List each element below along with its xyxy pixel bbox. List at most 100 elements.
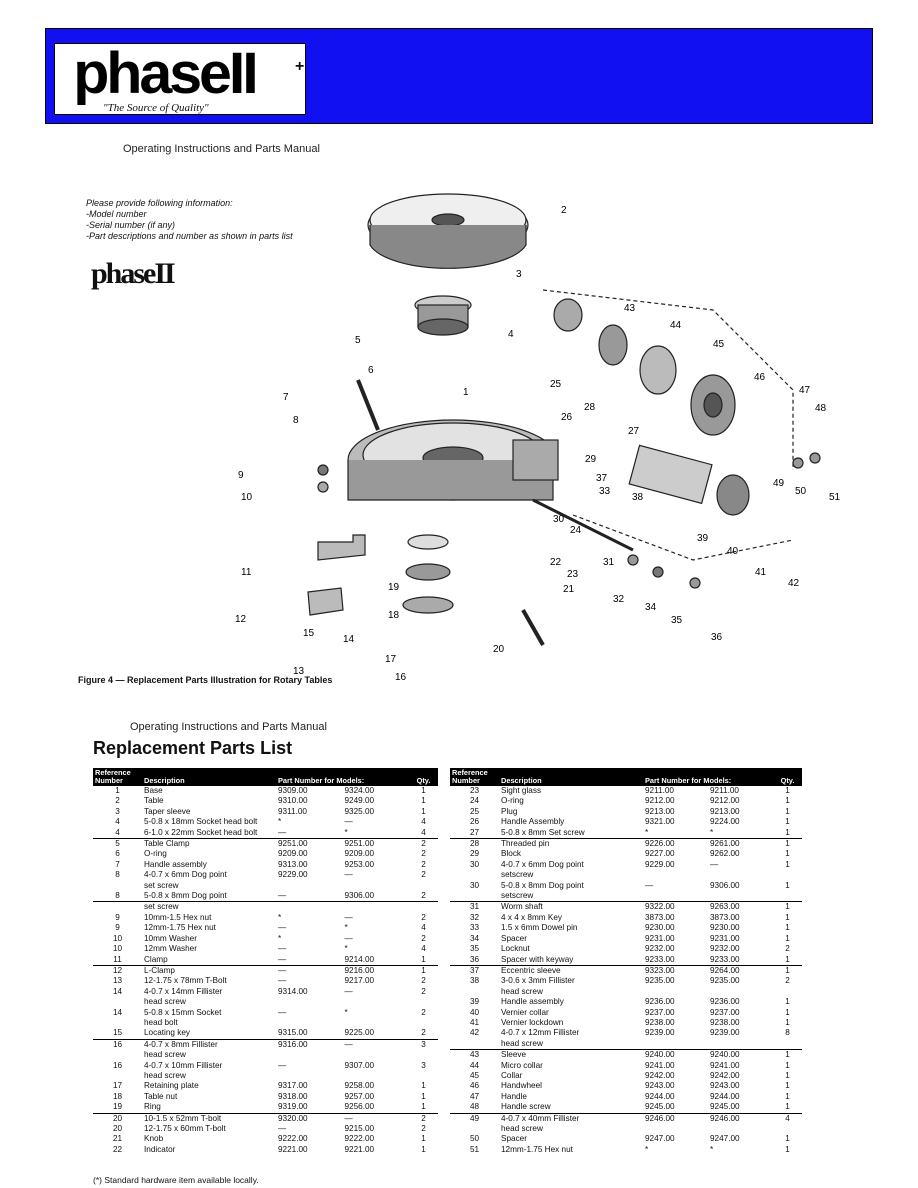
cell-desc: 4-0.7 x 6mm Dog point — [144, 870, 227, 880]
cell-qty: 1 — [409, 964, 438, 977]
cell-part-a — [276, 1018, 343, 1028]
cell-qty: 1 — [785, 923, 790, 933]
cell-part-a: 9233.00 — [645, 954, 675, 964]
cell-ref: 30 — [469, 859, 480, 869]
cell-ref: 35 — [469, 944, 480, 954]
callout-label: 18 — [388, 610, 400, 621]
cell-ref: 22 — [112, 1144, 123, 1154]
cell-ref: 51 — [469, 1144, 480, 1154]
cell-qty — [409, 997, 438, 1007]
cell-qty: 1 — [421, 954, 426, 964]
info-item: -Model number — [86, 209, 147, 219]
cell-desc: 6-1.0 x 22mm Socket head bolt — [144, 827, 258, 837]
cell-desc: Sleeve — [499, 1049, 643, 1061]
callout-label: 25 — [550, 379, 562, 390]
col-desc-header: Description — [499, 768, 643, 786]
callout-layer: 1234567891011121314151617181920212223242… — [235, 205, 841, 680]
cell-qty: 2 — [409, 1112, 438, 1124]
cell-part-a: 9209.00 — [278, 849, 308, 859]
cell-ref: 36 — [469, 954, 480, 964]
cell-qty: 2 — [785, 976, 790, 986]
parts-list-page: Operating Instructions and Parts Manual … — [90, 718, 802, 1188]
logo-plus: + — [295, 58, 305, 75]
cell-part-b: 9258.00 — [344, 1081, 375, 1091]
cell-part-b: 9225.00 — [344, 1028, 375, 1038]
cell-qty: 4 — [421, 923, 426, 933]
cell-ref: 7 — [115, 859, 120, 869]
cell-ref: 10 — [112, 944, 123, 954]
callout-label: 27 — [628, 426, 640, 437]
cell-ref: 6 — [115, 849, 120, 859]
cell-part-b: * — [344, 923, 348, 933]
cell-qty: 1 — [773, 1049, 802, 1061]
cell-part-a: 9243.00 — [645, 1081, 675, 1091]
cell-part-a — [643, 1039, 708, 1050]
cell-part-b: 9247.00 — [710, 1134, 740, 1144]
callout-label: 10 — [241, 492, 253, 503]
cell-part-a: 9222.00 — [278, 1134, 308, 1144]
cell-qty: 1 — [785, 806, 790, 816]
cell-desc: Vernier collar — [501, 1007, 549, 1017]
page-title: Replacement Parts List — [93, 738, 293, 758]
cell-desc: 4 x 4 x 8mm Key — [501, 912, 562, 922]
callout-label: 7 — [283, 392, 289, 403]
callout-label: 48 — [815, 403, 827, 414]
callout-label: 16 — [395, 672, 407, 680]
cell-desc: 3-0.6 x 3mm Fillister — [501, 976, 575, 986]
cell-part-b: — — [710, 859, 719, 869]
cell-part-a: 9239.00 — [645, 1028, 675, 1038]
col-qty-header: Qty. — [773, 768, 802, 786]
cell-part-a: 9311.00 — [278, 806, 307, 816]
cell-desc: 4-0.7 x 6mm Dog point — [501, 859, 584, 869]
cell-part-a: — — [278, 923, 287, 933]
cell-qty: 1 — [421, 1091, 426, 1101]
cell-qty: 1 — [785, 827, 790, 837]
cell-desc: Micro collar — [501, 1060, 543, 1070]
callout-label: 15 — [303, 628, 315, 639]
cell-ref: 9 — [115, 923, 120, 933]
cell-part-a: 9237.00 — [645, 1007, 675, 1017]
cell-ref: 49 — [450, 1112, 499, 1124]
cell-desc: Handwheel — [501, 1081, 542, 1091]
cell-ref: 1 — [115, 786, 120, 795]
cell-part-a: — — [276, 964, 343, 977]
cell-ref: 34 — [469, 933, 480, 943]
cell-part-a: 9229.00 — [278, 870, 308, 880]
cell-part-b: 9245.00 — [710, 1102, 740, 1112]
cell-part-b — [343, 997, 410, 1007]
cell-qty: 1 — [785, 1017, 790, 1027]
callout-label: 50 — [795, 486, 807, 497]
cell-desc: O-ring — [501, 796, 524, 806]
col-qty-header: Qty. — [409, 768, 438, 786]
callout-label: 21 — [563, 584, 575, 595]
info-title: Please provide following information: — [86, 198, 233, 208]
cell-part-b: 9261.00 — [708, 838, 773, 850]
cell-part-a — [276, 1071, 343, 1081]
cell-qty: 1 — [421, 796, 426, 806]
callout-label: 23 — [567, 569, 579, 580]
cell-ref: 48 — [469, 1102, 480, 1112]
cell-qty: 1 — [785, 954, 790, 964]
cell-part-b: 9256.00 — [344, 1102, 375, 1112]
cell-part-b — [342, 901, 409, 913]
cell-qty — [773, 891, 802, 902]
cell-part-b — [343, 1050, 410, 1060]
cell-ref: 30 — [469, 880, 480, 890]
cell-desc: Knob — [144, 1134, 164, 1144]
callout-label: 3 — [516, 269, 522, 280]
cell-desc: Clamp — [144, 954, 168, 964]
cell-qty: 3 — [421, 1060, 426, 1070]
cell-part-a: — — [278, 891, 287, 901]
cell-desc: head screw — [144, 1050, 186, 1060]
brand-banner: phaseII + "The Source of Quality" — [45, 28, 873, 124]
cell-part-a: 9317.00 — [278, 1081, 308, 1091]
